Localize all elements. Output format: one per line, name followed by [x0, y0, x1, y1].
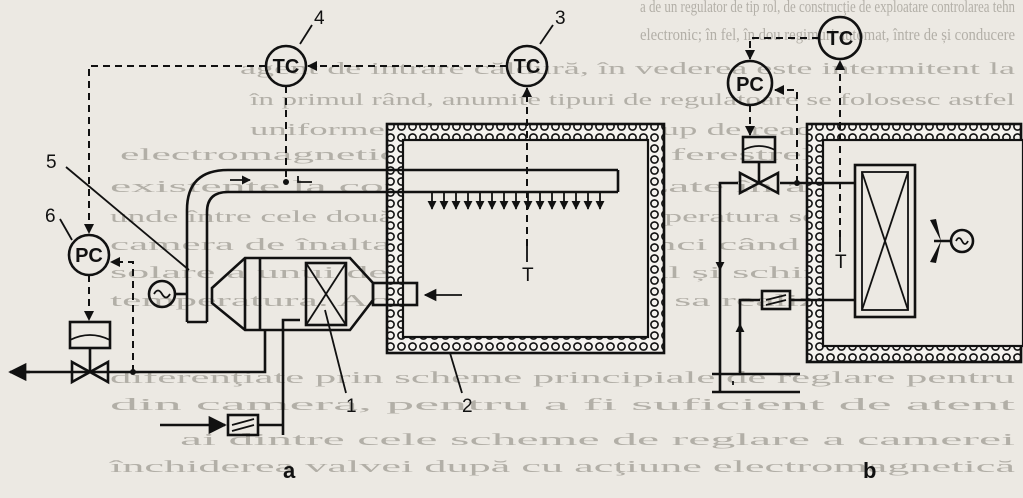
heat-exchanger-b: [853, 163, 917, 319]
tc3-label: TC: [514, 56, 541, 78]
callouts-a: 4 3 5 6 1 2: [45, 8, 566, 417]
chamber-b: [805, 122, 1023, 364]
background-text-line: ai dintre cele scheme de reglare a camer…: [180, 430, 1016, 449]
callout-3: 3: [555, 8, 566, 29]
callout-5: 5: [46, 152, 57, 173]
sensor-t-b: T: [835, 252, 847, 273]
callout-1: 1: [346, 396, 357, 417]
diagram-part-b: TC PC T b: [712, 15, 1023, 483]
callout-6: 6: [45, 206, 56, 227]
diagram-part-a: TC TC PC T 4 3: [8, 8, 666, 483]
pc-b-label: PC: [736, 74, 764, 96]
background-text-line: agent de intrare căldură, în vederea est…: [240, 59, 1016, 78]
caption-a: a: [283, 458, 296, 483]
callout-2: 2: [462, 396, 473, 417]
caption-b: b: [863, 458, 876, 483]
sensor-t-a: T: [522, 265, 534, 286]
signal-lines-b: [745, 37, 845, 252]
piping-b: [712, 181, 855, 394]
pc-controller-6: PC: [67, 233, 111, 277]
callout-4: 4: [314, 8, 325, 29]
fan-b: [930, 219, 975, 263]
tc-b-label: TC: [827, 28, 854, 50]
background-text-line: a de un regulator de tip rol, de constru…: [640, 0, 1015, 16]
fan-motor: [147, 279, 187, 309]
heating-pipe: [8, 318, 300, 437]
air-duct: [185, 168, 620, 324]
control-valve: [68, 320, 112, 385]
background-text-line: electronic; în fel, în dou regimuri auto…: [640, 25, 1015, 44]
background-text-line: închiderea valvei după cu acţiune electr…: [107, 457, 1016, 476]
tc4-label: TC: [273, 56, 300, 78]
signal-lines-a: [84, 61, 532, 375]
background-text-line: din camera, pentru a fi suficient de ate…: [110, 395, 1016, 414]
heat-exchanger-1: [210, 256, 462, 332]
control-valve-b: [738, 135, 780, 196]
background-text-line: în primul rând, anumite tipuri de regula…: [248, 90, 1015, 109]
chamber-2: [385, 122, 666, 355]
pc6-label: PC: [75, 245, 103, 267]
